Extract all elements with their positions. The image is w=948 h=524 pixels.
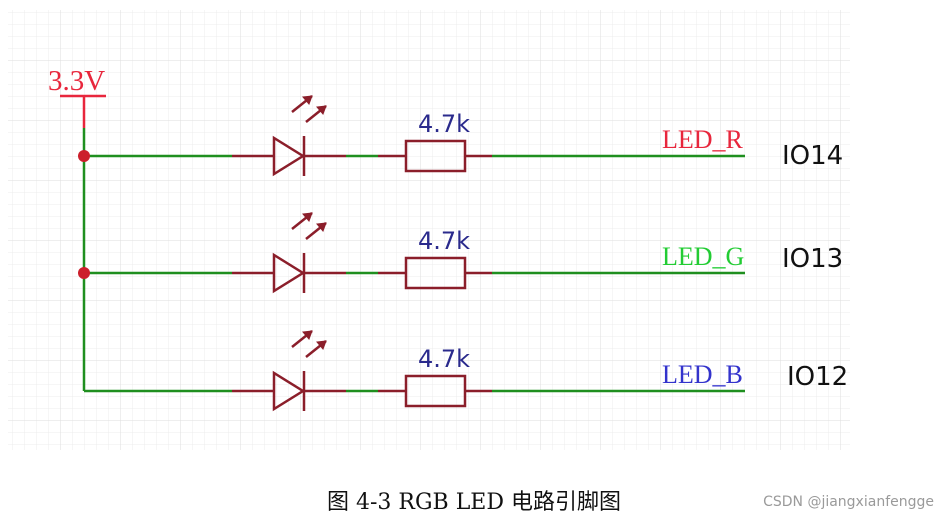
resistor-value-label: 4.7k bbox=[418, 227, 470, 255]
pin-label: IO12 bbox=[787, 362, 848, 392]
resistor-value-label: 4.7k bbox=[418, 345, 470, 373]
resistor-value-label: 4.7k bbox=[418, 110, 470, 138]
net-label: LED_R bbox=[662, 125, 744, 154]
net-label: LED_B bbox=[662, 360, 743, 389]
figure-caption: 图 4-3 RGB LED 电路引脚图 bbox=[326, 490, 621, 515]
net-label: LED_G bbox=[662, 242, 744, 271]
pin-label: IO13 bbox=[782, 244, 843, 274]
pin-label: IO14 bbox=[782, 141, 843, 171]
junction-dot bbox=[78, 267, 90, 279]
supply-label: 3.3V bbox=[48, 65, 105, 97]
supply-symbol: 3.3V bbox=[48, 65, 106, 128]
led-symbol bbox=[232, 330, 346, 412]
watermark: CSDN @jiangxianfengge bbox=[763, 494, 934, 510]
led-symbol bbox=[232, 95, 346, 177]
junction-dot bbox=[78, 150, 90, 162]
led-symbol bbox=[232, 212, 346, 294]
